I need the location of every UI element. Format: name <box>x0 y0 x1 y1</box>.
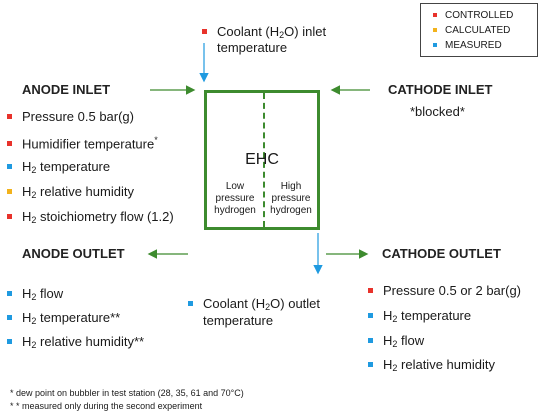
low-pressure-label: Low pressure hydrogen <box>214 181 256 216</box>
anode-inlet-pressure: Pressure 0.5 bar(g) <box>7 109 134 124</box>
controlled-marker <box>368 288 373 293</box>
measured-marker <box>7 164 12 169</box>
legend: CONTROLLED CALCULATED MEASURED <box>420 3 538 57</box>
legend-controlled: CONTROLLED <box>433 10 513 21</box>
cathode-inlet-note: *blocked* <box>410 104 465 119</box>
measured-marker <box>7 291 12 296</box>
measured-marker <box>368 313 373 318</box>
measured-marker <box>7 315 12 320</box>
cathode-outlet-temperature: H2 temperature <box>368 308 471 324</box>
anode-outlet-temperature: H2 temperature** <box>7 310 120 326</box>
anode-outlet-heading: ANODE OUTLET <box>22 246 125 261</box>
measured-marker <box>7 339 12 344</box>
cathode-outlet-pressure: Pressure 0.5 or 2 bar(g) <box>368 283 521 298</box>
footnote-second-experiment: * * measured only during the second expe… <box>10 401 203 411</box>
anode-inlet-humidity: H2 relative humidity <box>7 184 134 200</box>
cathode-inlet-heading: CATHODE INLET <box>388 82 493 97</box>
coolant-inlet: Coolant (H2O) inlet <box>202 24 326 40</box>
ehc-cell: EHC Low pressure hydrogen High pressure … <box>204 90 320 230</box>
controlled-marker <box>7 141 12 147</box>
measured-marker <box>368 362 373 367</box>
coolant-inlet-line2: temperature <box>217 40 288 55</box>
anode-inlet-stoichiometry: H2 stoichiometry flow (1.2) <box>7 209 174 225</box>
ehc-title: EHC <box>245 151 279 168</box>
anode-inlet-temperature: H2 temperature <box>7 159 110 175</box>
anode-outlet-humidity: H2 relative humidity** <box>7 334 144 350</box>
membrane-divider <box>263 93 265 227</box>
footnote-dew-point: * dew point on bubbler in test station (… <box>10 388 244 398</box>
coolant-outlet: Coolant (H2O) outlet <box>188 296 320 312</box>
high-pressure-label: High pressure hydrogen <box>270 181 312 216</box>
legend-calculated: CALCULATED <box>433 25 510 36</box>
controlled-marker <box>7 114 12 119</box>
measured-marker <box>433 43 437 47</box>
anode-inlet-heading: ANODE INLET <box>22 82 111 97</box>
cathode-outlet-humidity: H2 relative humidity <box>368 357 495 373</box>
coolant-outlet-line2: temperature <box>203 313 274 328</box>
calculated-marker <box>7 189 12 194</box>
legend-measured: MEASURED <box>433 40 502 51</box>
controlled-marker <box>202 29 207 34</box>
cathode-outlet-flow: H2 flow <box>368 333 424 349</box>
calculated-marker <box>433 28 437 32</box>
cathode-outlet-heading: CATHODE OUTLET <box>382 246 501 261</box>
controlled-marker <box>7 214 12 219</box>
controlled-marker <box>433 13 437 17</box>
anode-outlet-flow: H2 flow <box>7 286 63 302</box>
anode-inlet-humidifier: Humidifier temperature* <box>7 133 158 151</box>
measured-marker <box>368 338 373 343</box>
measured-marker <box>188 301 193 306</box>
